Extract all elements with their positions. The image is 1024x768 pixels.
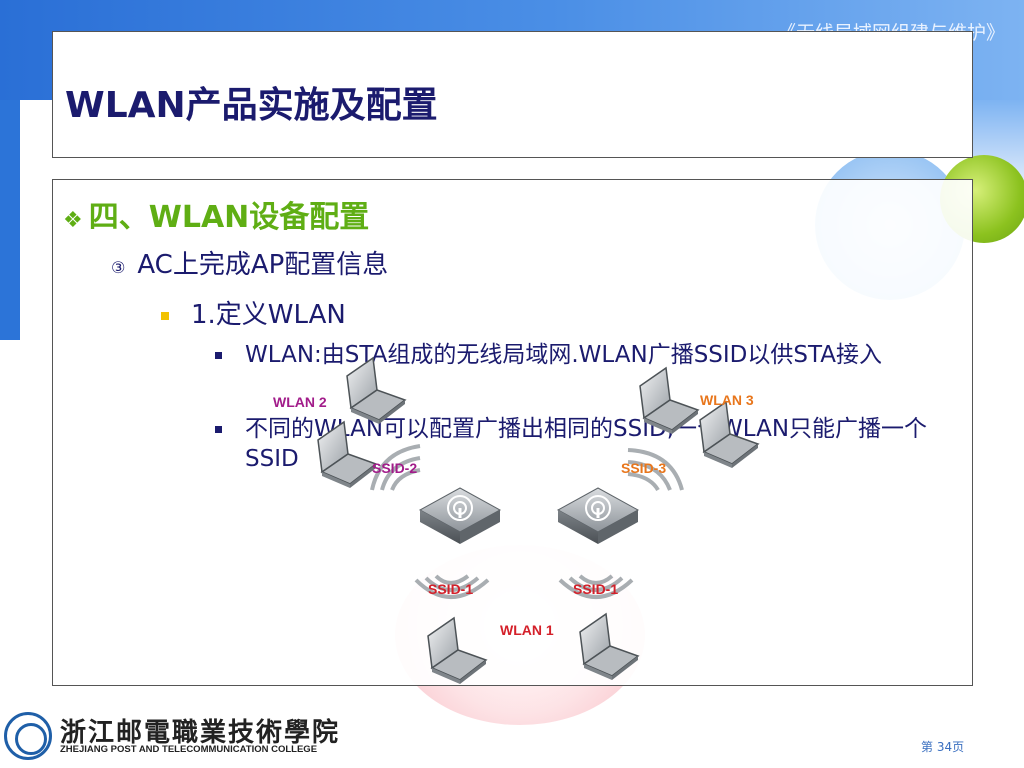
bullet-text: 不同的WLAN可以配置广播出相同的SSID,一个WLAN只能广播一个SSID: [245, 416, 928, 472]
label-wlan1: WLAN 1: [500, 622, 554, 638]
circled-number-marker: ③: [111, 258, 126, 277]
label-wlan2: WLAN 2: [273, 394, 327, 410]
signal-arcs-ssid3: [627, 448, 684, 492]
access-point-icon-right: [557, 487, 639, 545]
laptop-icon-wlan1-right: [579, 613, 639, 681]
access-point-icon-left: [419, 487, 501, 545]
laptop-icon-wlan2-right: [346, 357, 406, 425]
square-bullet-icon: [215, 426, 222, 433]
laptop-icon-wlan1-left: [427, 617, 487, 685]
subsection-heading-text: AC上完成AP配置信息: [137, 250, 389, 280]
label-ssid1-right: SSID-1: [573, 581, 618, 597]
college-name-english: ZHEJIANG POST AND TELECOMMUNICATION COLL…: [60, 744, 318, 755]
title-box: WLAN产品实施及配置: [52, 31, 973, 158]
slide-title: WLAN产品实施及配置: [65, 85, 438, 126]
college-logo: [4, 712, 52, 760]
item-heading-text: 1.定义WLAN: [191, 300, 346, 330]
label-ssid1-left: SSID-1: [428, 581, 473, 597]
label-wlan3: WLAN 3: [700, 392, 754, 408]
bullet-item: 不同的WLAN可以配置广播出相同的SSID,一个WLAN只能广播一个SSID: [215, 414, 955, 474]
subsection-heading: ③ AC上完成AP配置信息: [111, 244, 388, 281]
section-heading: ❖四、WLAN设备配置: [63, 192, 369, 236]
bullet-text: WLAN:由STA组成的无线局域网.WLAN广播SSID以供STA接入: [245, 342, 882, 368]
label-ssid3: SSID-3: [621, 460, 666, 476]
page-number: 第 34页: [921, 740, 965, 754]
laptop-icon-wlan2-left: [317, 421, 377, 489]
label-ssid2: SSID-2: [372, 460, 417, 476]
college-name-chinese: 浙江邮電職業技術學院: [60, 718, 341, 748]
signal-arcs-ssid1-right: [558, 574, 634, 599]
bullet-item: WLAN:由STA组成的无线局域网.WLAN广播SSID以供STA接入: [215, 340, 955, 370]
signal-arcs-ssid1-left: [414, 574, 490, 599]
signal-arcs-ssid2: [370, 444, 421, 491]
laptop-icon-wlan3-top: [639, 367, 699, 435]
content-box: ❖四、WLAN设备配置 ③ AC上完成AP配置信息 1.定义WLAN WLAN:由…: [52, 179, 973, 686]
section-heading-text: 四、WLAN设备配置: [88, 200, 370, 235]
yellow-square-bullet-icon: [161, 311, 169, 320]
left-accent-bar: [0, 100, 20, 340]
square-bullet-icon: [215, 352, 222, 359]
item-heading: 1.定义WLAN: [161, 294, 346, 331]
diamond-bullet-icon: ❖: [63, 208, 83, 233]
laptop-icon-wlan3-right: [699, 401, 759, 469]
